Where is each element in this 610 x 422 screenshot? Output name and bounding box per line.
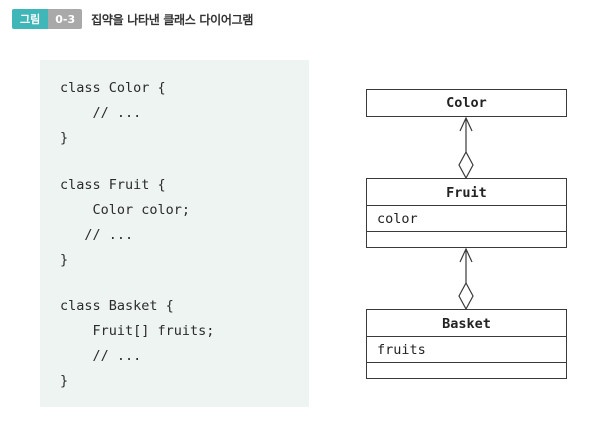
uml-class-name: Basket bbox=[442, 316, 491, 332]
code-line: class Fruit { bbox=[60, 177, 166, 193]
code-line: } bbox=[60, 252, 69, 268]
uml-class-name: Fruit bbox=[446, 185, 487, 201]
code-line: class Basket { bbox=[60, 298, 174, 314]
aggregation-basket-fruit bbox=[458, 247, 474, 311]
code-line: // ... bbox=[60, 227, 134, 243]
code-line: } bbox=[60, 130, 69, 146]
code-line: Color color; bbox=[60, 202, 191, 218]
code-line: } bbox=[60, 373, 69, 389]
aggregation-diamond-icon bbox=[458, 150, 474, 180]
uml-name-divider bbox=[367, 205, 566, 206]
uml-attr-divider bbox=[367, 362, 566, 363]
navigability-arrow-icon bbox=[459, 247, 473, 263]
code-line: // ... bbox=[60, 105, 142, 121]
code-line: class Color { bbox=[60, 80, 166, 96]
aggregation-diamond-icon bbox=[458, 281, 474, 311]
uml-class-color: Color bbox=[366, 89, 567, 117]
navigability-arrow-icon bbox=[459, 116, 473, 132]
uml-attribute: color bbox=[377, 211, 418, 227]
code-panel: class Color { // ... } class Fruit { Col… bbox=[40, 60, 309, 407]
code-line: Fruit[] fruits; bbox=[60, 323, 215, 339]
uml-attr-divider bbox=[367, 231, 566, 232]
figure-number: 0-3 bbox=[48, 9, 83, 29]
code-line: // ... bbox=[60, 348, 142, 364]
uml-class-fruit: Fruit color bbox=[366, 178, 567, 248]
figure-tag: 그림 bbox=[12, 9, 49, 29]
figure-caption: 그림 0-3 집약을 나타낸 클래스 다이어그램 bbox=[12, 9, 253, 29]
figure-title: 집약을 나타낸 클래스 다이어그램 bbox=[91, 12, 254, 27]
uml-attribute: fruits bbox=[377, 342, 426, 358]
uml-class-name: Color bbox=[446, 95, 487, 111]
aggregation-fruit-color bbox=[458, 116, 474, 180]
uml-name-divider bbox=[367, 336, 566, 337]
uml-class-basket: Basket fruits bbox=[366, 309, 567, 379]
